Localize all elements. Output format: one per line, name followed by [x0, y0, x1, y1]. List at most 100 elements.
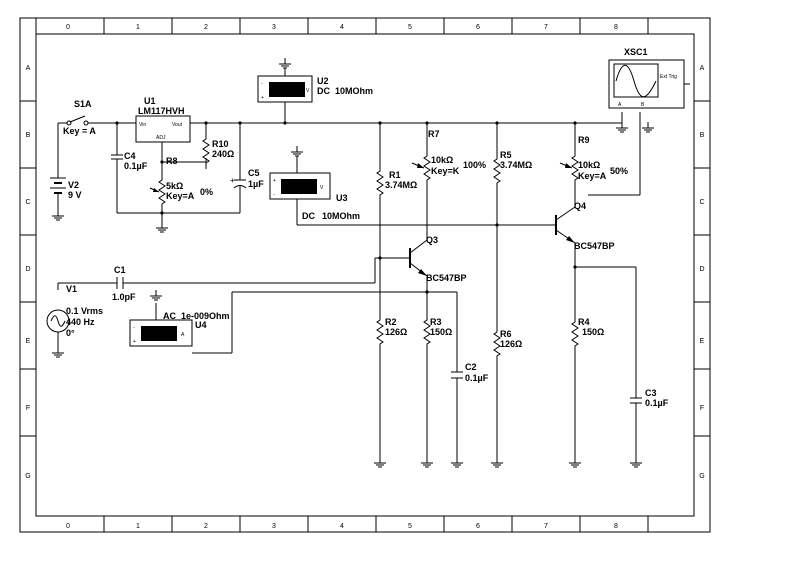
r5-value: 3.74MΩ: [500, 160, 532, 170]
drawing-frame: [19, 17, 711, 533]
v1-frequency: 440 Hz: [66, 317, 95, 327]
capacitor-c1[interactable]: C1 1.0pF: [112, 265, 136, 302]
u1-part: LM117HVH: [138, 106, 185, 116]
ruler-col-bottom: 3: [272, 523, 276, 530]
wires: [57, 110, 641, 457]
u3-plus: +: [273, 178, 276, 184]
v1-amplitude: 0.1 Vrms: [66, 306, 103, 316]
junctions: [115, 121, 577, 294]
ruler-row-right: F: [700, 405, 704, 412]
r5-ref: R5: [500, 150, 512, 160]
resistor-r4[interactable]: R4 150Ω: [571, 315, 604, 353]
xsc1-ref: XSC1: [624, 47, 648, 57]
xsc1-channel-b: B: [641, 102, 645, 108]
transistor-q4[interactable]: Q4 BC547BP: [555, 201, 615, 251]
r8-percent: 0%: [200, 187, 213, 197]
r6-ref: R6: [500, 329, 512, 339]
v1-phase: 0°: [66, 328, 75, 338]
capacitor-c2[interactable]: C2 0.1µF: [451, 362, 489, 383]
resistor-r3[interactable]: R3 150Ω: [423, 313, 452, 351]
resistor-r6[interactable]: R6 126Ω: [493, 325, 522, 363]
c3-ref: C3: [645, 388, 657, 398]
r8-ref: R8: [166, 156, 178, 166]
r7-key: Key=K: [431, 166, 460, 176]
ruler-col-bottom: 0: [66, 523, 70, 530]
ruler-row-left: B: [26, 132, 31, 139]
potentiometer-r7[interactable]: R7 10kΩ Key=K 100%: [411, 129, 486, 187]
ruler-row-left: D: [25, 266, 30, 273]
u2-resistance: 10MOhm: [335, 86, 373, 96]
q4-ref: Q4: [574, 201, 586, 211]
u2-minus: -: [261, 81, 263, 87]
voltmeter-u3[interactable]: + - V U3 DC 10MOhm: [269, 156, 360, 221]
potentiometer-r8[interactable]: R8 5kΩ Key=A 0%: [149, 156, 213, 211]
s1a-key: Key = A: [63, 126, 96, 136]
u3-mode: DC: [302, 211, 315, 221]
r4-ref: R4: [578, 317, 590, 327]
ruler-col-bottom: 7: [544, 523, 548, 530]
r8-key: Key=A: [166, 191, 195, 201]
r9-percent: 50%: [610, 166, 628, 176]
resistor-r1[interactable]: R1 3.74MΩ: [376, 164, 417, 202]
ruler-col-top: 3: [272, 24, 276, 31]
r3-ref: R3: [430, 317, 442, 327]
resistor-r5[interactable]: R5 3.74MΩ: [493, 150, 532, 190]
ruler-col-top: 4: [340, 24, 344, 31]
r2-ref: R2: [385, 317, 397, 327]
u2-plus: +: [261, 95, 264, 101]
u3-ref: U3: [336, 193, 348, 203]
xsc1-ext-trig: Ext Trig: [660, 74, 677, 80]
c4-value: 0.1µF: [124, 161, 148, 171]
resistor-r2[interactable]: R2 126Ω: [376, 313, 407, 351]
transistor-q3[interactable]: Q3 BC547BP: [409, 235, 467, 283]
c5-value: 1µF: [248, 179, 264, 189]
c2-ref: C2: [465, 362, 477, 372]
ruler-col-top: 5: [408, 24, 412, 31]
u2-ref: U2: [317, 76, 329, 86]
ammeter-u4[interactable]: - + A AC 1e-009Ohm U4: [129, 311, 230, 347]
ruler-row-left: G: [25, 473, 30, 480]
switch-s1a[interactable]: S1A Key = A: [63, 99, 96, 136]
capacitor-c3[interactable]: C3 0.1µF: [630, 388, 669, 408]
ruler-col-bottom: 5: [408, 523, 412, 530]
r9-value: 10kΩ: [578, 160, 600, 170]
r7-ref: R7: [428, 129, 440, 139]
u3-unit: V: [320, 185, 324, 191]
u2-unit: V: [306, 88, 310, 94]
potentiometer-r9[interactable]: R9 10kΩ Key=A 50%: [559, 135, 628, 187]
c4-ref: C4: [124, 151, 136, 161]
c2-value: 0.1µF: [465, 373, 489, 383]
v2-ref: V2: [68, 180, 79, 190]
ruler-row-right: E: [700, 338, 705, 345]
voltmeter-u2[interactable]: - + V U2 DC 10MOhm: [257, 68, 373, 110]
capacitor-c4[interactable]: C4 0.1µF: [111, 151, 148, 171]
u4-plus: +: [133, 339, 136, 345]
regulator-u1[interactable]: Vin Vout ADJ U1 LM117HVH: [135, 96, 191, 143]
capacitor-c5[interactable]: + C5 1µF: [230, 168, 264, 189]
ruler-row-left: F: [26, 405, 30, 412]
oscilloscope-xsc1[interactable]: XSC1 Ext Trig A B: [608, 47, 690, 109]
r10-ref: R10: [212, 139, 229, 149]
ruler-row-right: D: [699, 266, 704, 273]
ruler-col-bottom: 8: [614, 523, 618, 530]
ruler-row-right: B: [700, 132, 705, 139]
c5-ref: C5: [248, 168, 260, 178]
ruler-row-left: E: [26, 338, 31, 345]
u1-vout: Vout: [172, 122, 183, 128]
r3-value: 150Ω: [430, 327, 452, 337]
r7-value: 10kΩ: [431, 155, 453, 165]
ruler-col-bottom: 6: [476, 523, 480, 530]
ac-source-v1[interactable]: V1 0.1 Vrms 440 Hz 0°: [46, 284, 103, 338]
q4-part: BC547BP: [574, 241, 615, 251]
u1-adj: ADJ: [156, 135, 166, 141]
battery-v2[interactable]: V2 9 V: [50, 177, 82, 200]
u4-ref: U4: [195, 320, 207, 330]
ruler-col-top: 2: [204, 24, 208, 31]
resistor-r10[interactable]: R10 240Ω: [202, 132, 234, 170]
s1a-ref: S1A: [74, 99, 92, 109]
ruler-col-top: 6: [476, 24, 480, 31]
u1-ref: U1: [144, 96, 156, 106]
u3-minus: -: [273, 192, 275, 198]
xsc1-channel-a: A: [618, 102, 622, 108]
